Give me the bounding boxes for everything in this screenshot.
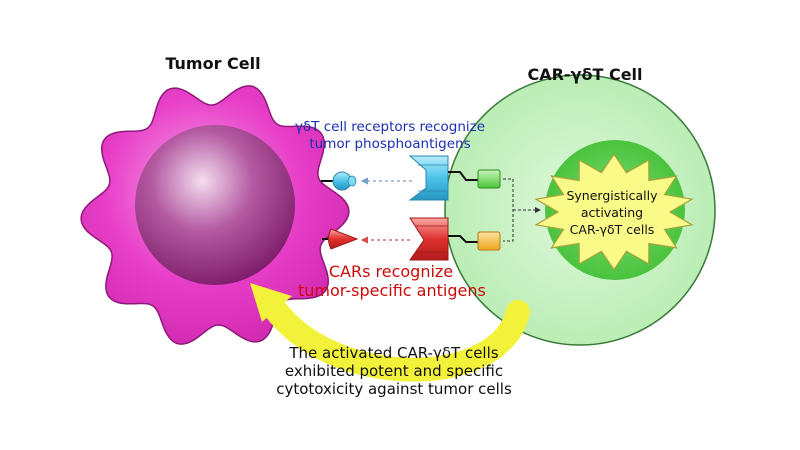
synergy-caption: Synergistically activating CAR-γδT cells [560, 187, 664, 238]
outcome-caption-line1: The activated CAR-γδT cells [289, 344, 499, 362]
outcome-caption: The activated CAR-γδT cells exhibited po… [262, 344, 526, 398]
activation-star-icon [534, 153, 694, 271]
cytotoxicity-arrow [260, 293, 530, 382]
outcome-caption-line2: exhibited potent and specific [284, 362, 504, 380]
car-cell-title: CAR-γδT Cell [527, 65, 643, 84]
synergy-caption-line3: CAR-γδT cells [569, 222, 655, 237]
synergy-caption-line1: Synergistically [566, 188, 658, 203]
car-receptor-icon [409, 217, 449, 261]
cytotoxicity-arrowhead [250, 283, 292, 322]
costim-domain-orange [477, 231, 501, 251]
costim-domain-green [477, 169, 501, 189]
car-caption-line2: tumor-specific antigens [298, 281, 486, 300]
car-caption-line1: CARs recognize [328, 262, 454, 281]
outcome-caption-line3: cytotoxicity against tumor cells [276, 380, 512, 398]
gd-receptor-caption-line2: tumor phosphoantigens [309, 136, 471, 152]
tumor-cell-title: Tumor Cell [165, 54, 261, 73]
gd-tcr-receptor-icon [408, 155, 449, 201]
tumor-antigen-icon [328, 228, 359, 250]
gd-receptor-caption-line1: γδT cell receptors recognize [294, 119, 486, 135]
car-caption: CARs recognize tumor-specific antigens [298, 262, 486, 300]
synergy-caption-line2: activating [580, 205, 644, 220]
gd-receptor-caption: γδT cell receptors recognize tumor phosp… [290, 119, 490, 153]
tumor-cell-nucleus [135, 125, 295, 285]
signal-bracket [503, 178, 540, 242]
